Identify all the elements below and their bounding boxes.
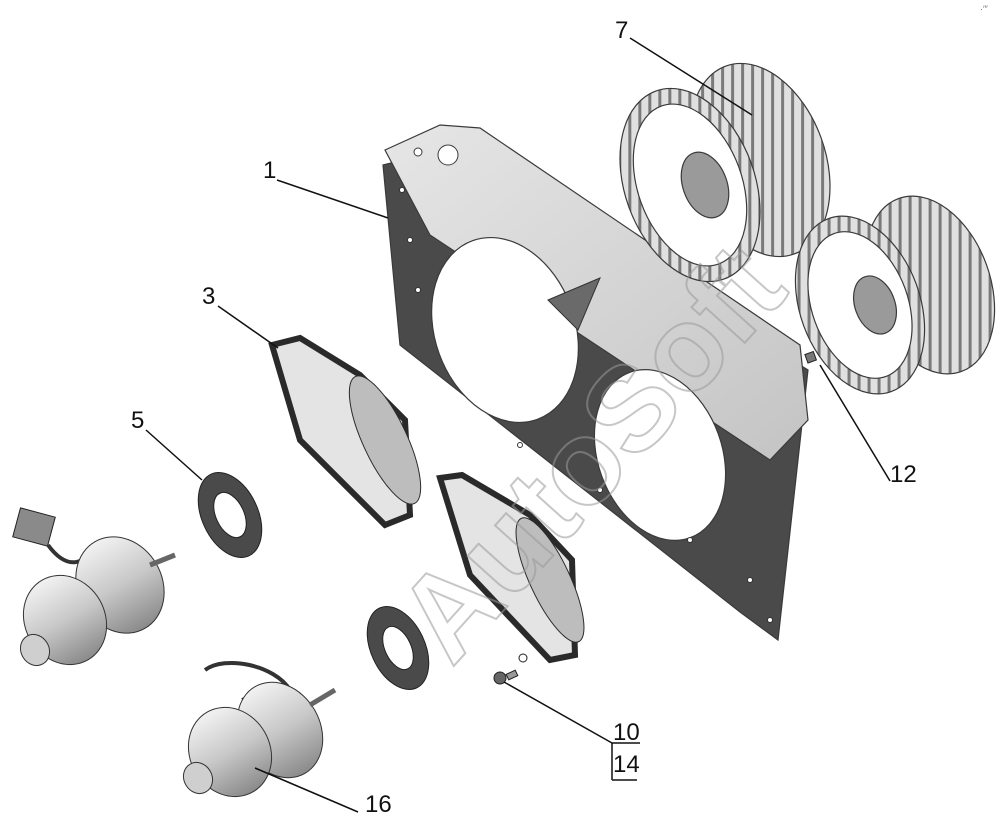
clip-part-12: [804, 350, 818, 364]
motor-mount-gasket-lower: [436, 471, 585, 664]
callout-7: 7: [615, 17, 628, 44]
electric-motor-upper: [12, 507, 176, 667]
motor-mount-gasket-upper-part-3: [268, 334, 422, 529]
washer-part-14: [518, 653, 528, 663]
leader-lines: [145, 37, 891, 813]
callout-14: 14: [613, 751, 640, 778]
callout-12: 12: [890, 461, 917, 488]
electric-motor-lower-part-16: [182, 661, 337, 798]
callout-3: 3: [202, 283, 215, 310]
callout-labels: 1 3 5 7 12 10 14 16: [131, 17, 917, 818]
callout-1: 1: [263, 157, 276, 184]
sealing-ring-lower: [366, 606, 430, 690]
callout-10: 10: [613, 719, 640, 746]
frame-plate-part-1: [382, 124, 809, 642]
blower-wheel-upper-part-7: [619, 62, 831, 283]
blower-wheel-lower-part: [794, 195, 996, 395]
callout-16: 16: [365, 791, 392, 818]
corner-mark: ·′″: [980, 4, 989, 14]
screw-part-10: [493, 669, 519, 685]
callout-5: 5: [131, 407, 144, 434]
sealing-ring-upper-part-5: [197, 472, 263, 558]
